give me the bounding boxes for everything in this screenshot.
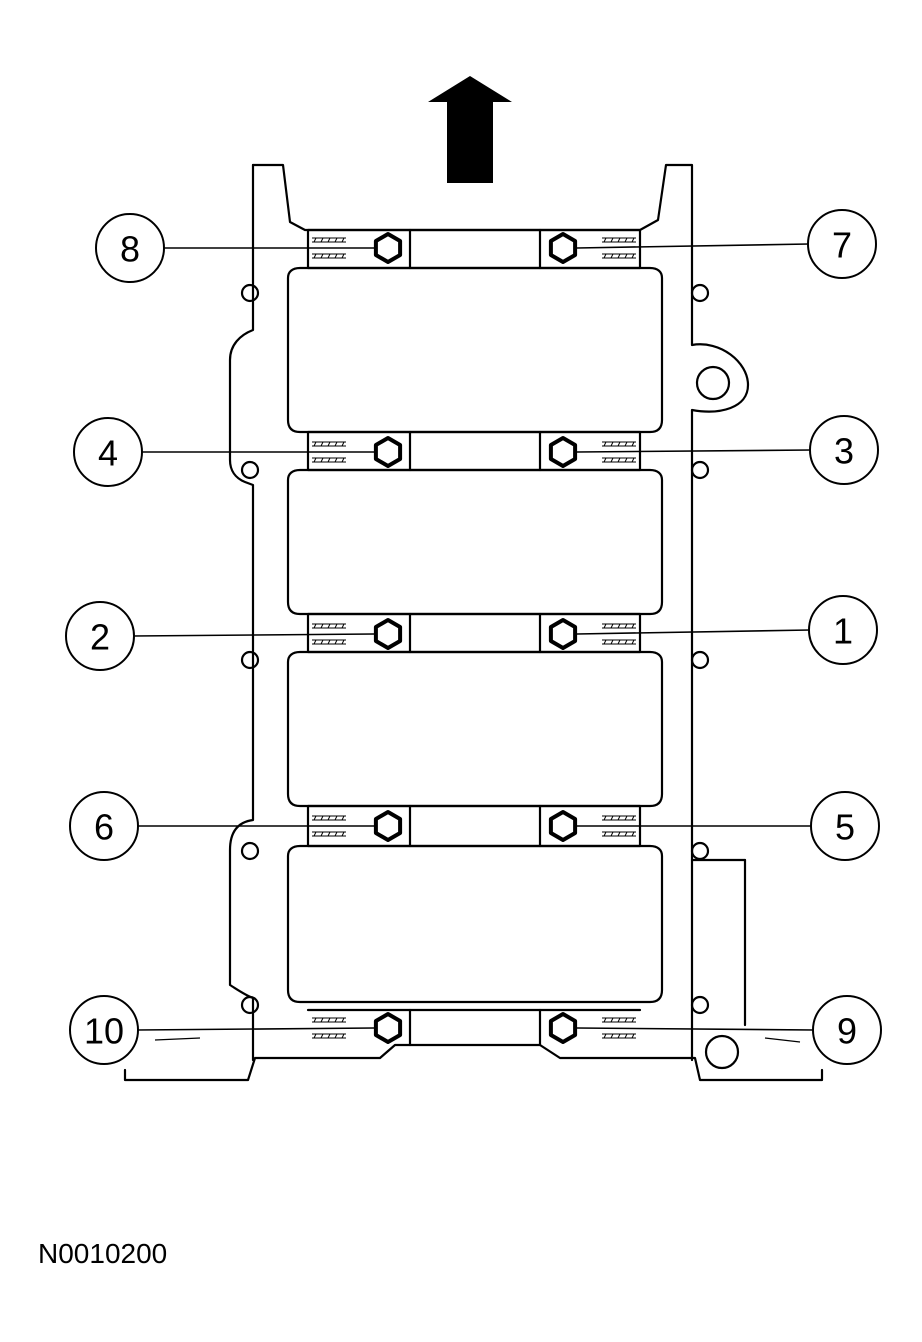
- callout-8: 8: [95, 213, 165, 283]
- bedplate-outline: [123, 163, 824, 1082]
- thread-marks: [312, 441, 346, 463]
- callout-2: 2: [65, 601, 135, 671]
- dowel-holes: [240, 283, 740, 1070]
- thread-marks: [312, 623, 346, 645]
- thread-marks: [312, 237, 346, 259]
- thread-marks: [312, 815, 346, 837]
- callout-3: 3: [809, 415, 879, 485]
- bolt-10-head: [373, 1012, 403, 1044]
- callout-circle: [69, 791, 139, 861]
- callout-label: 7: [832, 225, 852, 266]
- leader-line-1: [576, 629, 811, 635]
- callout-label: 9: [837, 1011, 857, 1052]
- callout-7: 7: [807, 209, 877, 279]
- callout-6: 6: [69, 791, 139, 861]
- bolt-8-head: [373, 232, 403, 264]
- bolt-6-head: [373, 810, 403, 842]
- callout-1: 1: [808, 595, 878, 665]
- thread-marks: [602, 237, 636, 259]
- figure-reference-id: N0010200: [38, 1238, 168, 1269]
- callout-circle: [69, 995, 139, 1065]
- callout-circle: [812, 995, 882, 1065]
- thread-marks: [602, 623, 636, 645]
- callout-circle: [73, 417, 143, 487]
- callout-bubbles: 1 2 3 4 5 6 7 8 9 10: [65, 209, 882, 1065]
- callout-label: 5: [835, 807, 855, 848]
- callout-circle: [810, 791, 880, 861]
- thread-marks: [602, 815, 636, 837]
- leader-line-2: [132, 633, 375, 637]
- bolt-9-head: [548, 1012, 578, 1044]
- callout-label: 6: [94, 807, 114, 848]
- callout-5: 5: [810, 791, 880, 861]
- bolt-3-head: [548, 436, 578, 468]
- bearing-cap-bands: [306, 228, 642, 1047]
- callout-4: 4: [73, 417, 143, 487]
- thread-marks: [312, 1017, 346, 1039]
- leader-line-7: [576, 243, 810, 249]
- callout-9: 9: [812, 995, 882, 1065]
- thread-marks: [602, 441, 636, 463]
- leader-line-9: [576, 1027, 815, 1031]
- front-direction-arrow: [428, 76, 512, 183]
- callout-label: 1: [833, 611, 853, 652]
- callout-circle: [809, 415, 879, 485]
- callout-label: 10: [84, 1011, 124, 1052]
- leader-line-3: [576, 449, 812, 453]
- bolt-5-head: [548, 810, 578, 842]
- bolt-7-head: [548, 232, 578, 264]
- thread-marks: [602, 1017, 636, 1039]
- callout-circle: [807, 209, 877, 279]
- callout-label: 8: [120, 229, 140, 270]
- callout-circle: [65, 601, 135, 671]
- callout-10: 10: [69, 995, 139, 1065]
- leader-line-10: [136, 1027, 375, 1031]
- callout-label: 4: [98, 433, 118, 474]
- bolt-heads: [312, 232, 636, 1044]
- bolt-4-head: [373, 436, 403, 468]
- callout-circle: [95, 213, 165, 283]
- callout-leaders: [132, 243, 815, 1031]
- bolt-1-head: [548, 618, 578, 650]
- callout-label: 3: [834, 431, 854, 472]
- callout-label: 2: [90, 617, 110, 658]
- main-bearing-bays: [286, 266, 664, 1004]
- callout-circle: [808, 595, 878, 665]
- bolt-2-head: [373, 618, 403, 650]
